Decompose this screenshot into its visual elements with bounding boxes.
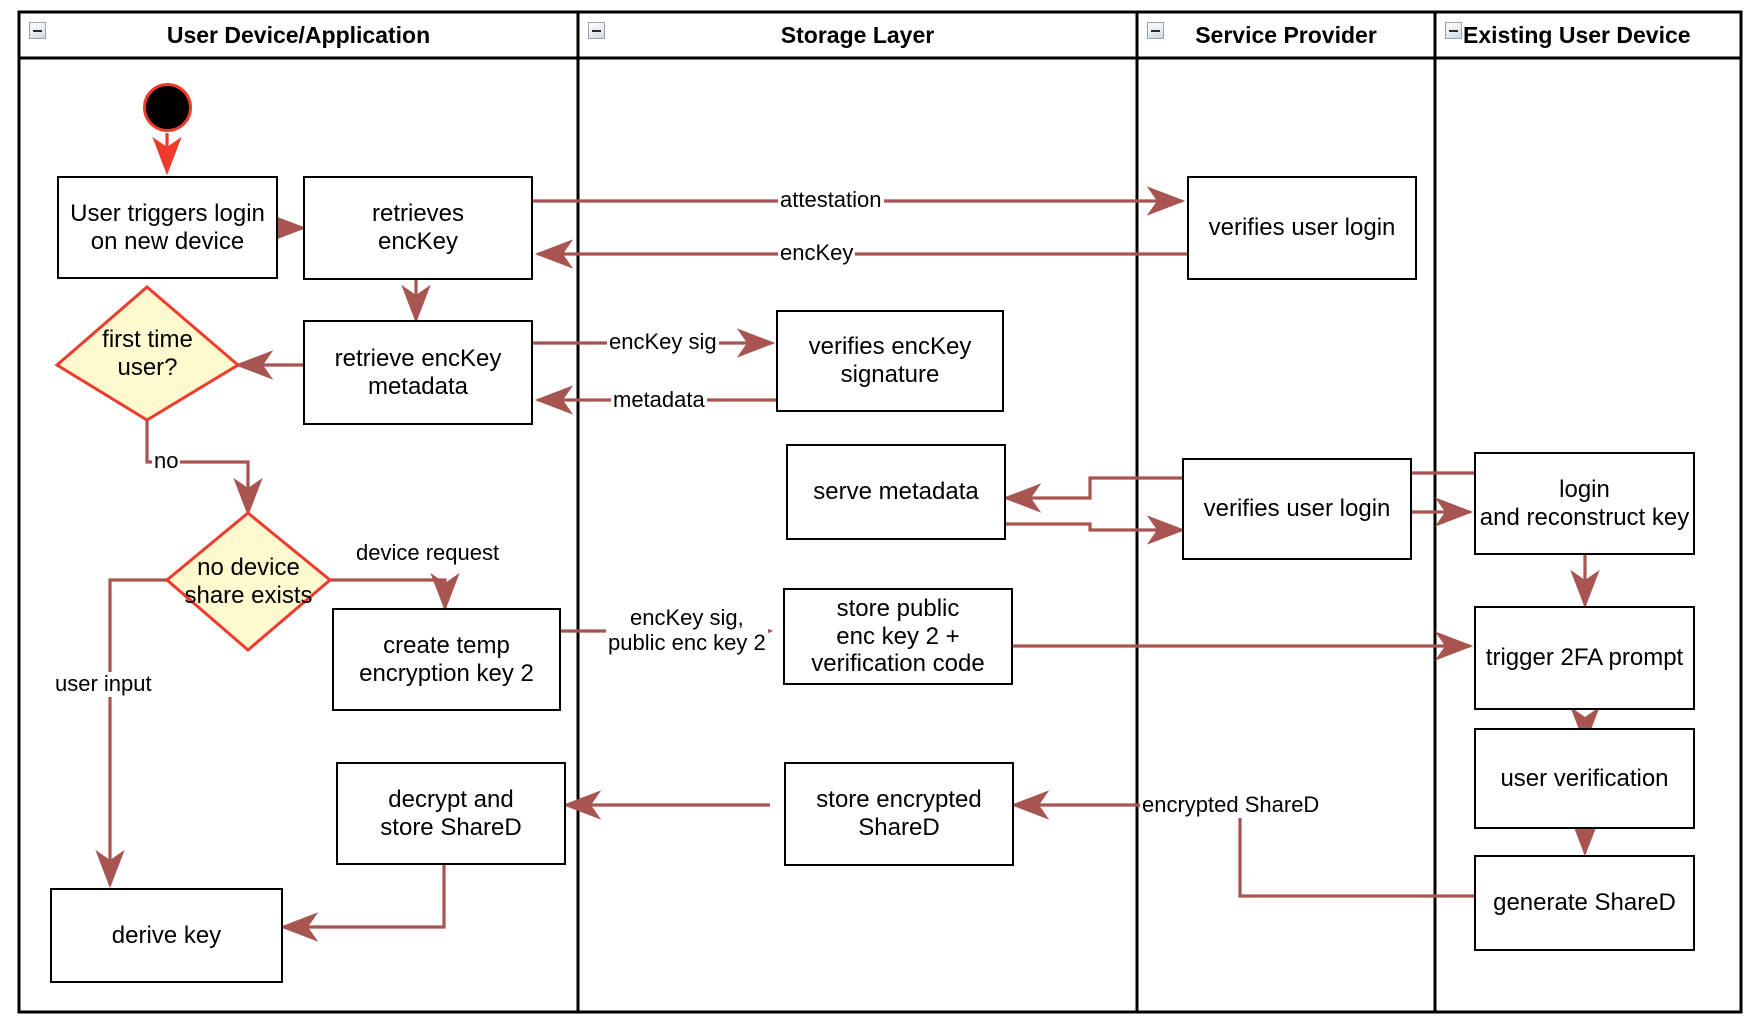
decision-first-time-user [54,285,241,422]
edge-label-user-input: user input [53,671,154,697]
node-label: store public enc key 2 + verification co… [811,594,985,678]
minus-icon [33,30,42,32]
node-label: serve metadata [813,478,979,506]
node-label: derive key [111,921,222,949]
node-trigger-2fa-prompt[interactable]: trigger 2FA prompt [1474,606,1695,710]
node-user-verification[interactable]: user verification [1474,728,1695,829]
collapse-icon-service-provider[interactable] [1147,22,1164,39]
edge-label-enckey-sig-public-key: encKey sig, public enc key 2 [606,605,768,656]
start-node [143,83,192,132]
edge-label-attestation: attestation [778,187,884,213]
lane-title-service-provider: Service Provider [1195,22,1377,48]
edge-label-enckey-sig: encKey sig [607,329,719,355]
node-retrieves-enckey[interactable]: retrieves encKey [303,176,533,280]
node-label: retrieves encKey [371,200,465,255]
lane-title-user-device: User Device/Application [166,22,431,48]
node-verifies-enckey-signature[interactable]: verifies encKey signature [776,310,1004,412]
collapse-icon-user-device[interactable] [29,22,46,39]
edge-label-metadata: metadata [611,387,707,413]
node-label: retrieve encKey metadata [334,344,502,400]
node-create-temp-encryption-key-2[interactable]: create temp encryption key 2 [332,608,561,711]
collapse-icon-storage-layer[interactable] [588,22,605,39]
node-label: verifies user login [1208,214,1396,242]
node-first-time-user[interactable]: first time user? [57,287,238,420]
edge-label-device-request: device request [354,540,502,566]
node-retrieve-enckey-metadata[interactable]: retrieve encKey metadata [303,320,533,425]
minus-icon [1449,30,1458,32]
node-serve-metadata[interactable]: serve metadata [786,444,1006,540]
minus-icon [592,30,601,32]
node-label: no device share exists [184,553,313,609]
edge-label-encrypted-shared: encrypted ShareD [1140,792,1322,818]
node-label: verifies encKey signature [808,333,972,388]
node-label: decrypt and store ShareD [380,785,522,841]
lane-title-existing-user-device: Existing User Device [1463,22,1691,48]
decision-shapes [54,285,333,652]
node-verifies-user-login-1[interactable]: verifies user login [1187,176,1417,280]
node-label: verifies user login [1203,495,1391,523]
node-user-triggers-login[interactable]: User triggers login on new device [57,176,278,279]
node-decrypt-and-store-shared[interactable]: decrypt and store ShareD [336,762,566,865]
node-label: create temp encryption key 2 [359,631,534,687]
node-label: first time user? [102,325,193,381]
node-generate-shared[interactable]: generate ShareD [1474,855,1695,951]
node-verifies-user-login-2[interactable]: verifies user login [1182,458,1412,560]
minus-icon [1151,30,1160,32]
node-label: store encrypted ShareD [816,786,982,841]
node-label: generate ShareD [1493,889,1676,917]
edge-label-enckey: encKey [778,240,856,266]
decision-no-device-share [164,511,333,652]
edge-label-no: no [152,448,181,474]
node-no-device-share-exists[interactable]: no device share exists [167,513,330,650]
node-store-encrypted-shared[interactable]: store encrypted ShareD [784,762,1014,866]
node-store-public-enc-key-2[interactable]: store public enc key 2 + verification co… [783,588,1013,685]
node-derive-key[interactable]: derive key [50,888,283,983]
node-label: login and reconstruct key [1479,475,1690,531]
collapse-icon-existing-user-device[interactable] [1445,22,1462,39]
node-label: User triggers login on new device [70,199,265,255]
node-label: trigger 2FA prompt [1485,644,1684,672]
swimlane-frame [17,10,1743,1014]
node-label: user verification [1500,764,1669,792]
lane-title-storage-layer: Storage Layer [780,22,935,48]
node-login-and-reconstruct-key[interactable]: login and reconstruct key [1474,452,1695,555]
